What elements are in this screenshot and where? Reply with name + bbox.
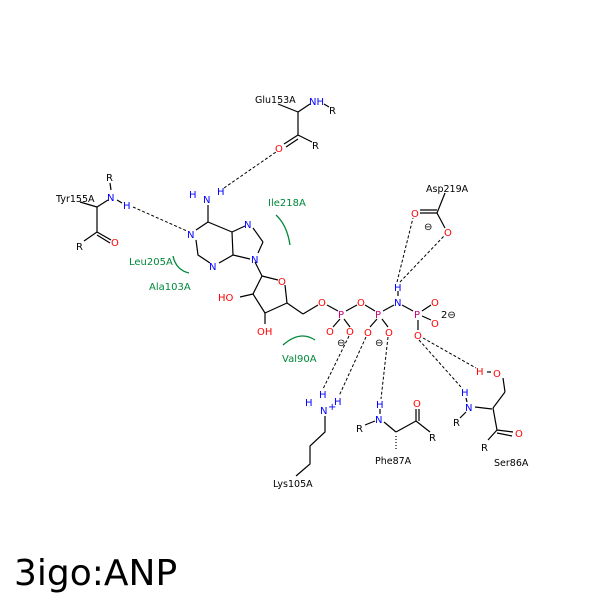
atom-pb: P [375,310,381,321]
residue-label: Lys105A [273,479,313,490]
hydrogen-bonds [132,151,477,400]
hydrophobic-val90a: Val90A [282,354,317,365]
atom-pg: P [414,310,420,321]
charge: ⊖ [424,222,432,233]
atom-h: H [461,388,469,399]
atom-o: O [515,429,523,440]
atom-o2a: O [346,327,354,338]
atom-r: R [329,106,336,117]
atom-hg: H [476,367,484,378]
charge-pb: ⊖ [375,338,383,349]
atom-n: N [375,415,382,426]
atom-nz: N [320,406,327,417]
residue-glu153a: Glu153A NH R O R [255,95,336,155]
atom-n3: N [209,262,216,273]
atom-hn3b: H [394,283,402,294]
atom-o1a: O [326,327,334,338]
atom-o4: O [278,277,286,288]
atom-o3g: O [414,331,422,342]
atom-h6a: H [189,190,197,201]
atom-n1: N [187,230,194,241]
atom-o1g: O [431,298,439,309]
atom-o2b: O [385,328,393,339]
atom-od2: O [444,228,452,239]
atom-h6b: H [217,187,225,198]
ligand-atoms: N N N N N H H O HO OH O P O O ⊖ O P O O … [187,187,456,349]
residue-tyr155a: Tyr155A N R H O R [55,173,131,253]
residue-asp219a: Asp219A O O ⊖ [411,184,469,239]
atom-o: O [111,238,119,249]
residue-label: Glu153A [255,95,296,106]
charge: + [328,402,336,413]
atom-o3a: O [357,298,365,309]
residue-label: Ser86A [494,458,529,469]
atom-h: H [376,400,384,411]
bonds [79,103,514,477]
atom-o5: O [318,298,326,309]
atom-r: R [453,418,460,429]
hydrophobic-contacts [172,214,316,346]
residue-label: Tyr155A [55,194,95,205]
residue-phe87a: Phe87A H N R O R [356,399,436,467]
atom-ho2: HO [218,293,234,304]
atom-og: O [493,369,501,380]
atom-r: R [312,141,319,152]
atom-r: R [356,424,363,435]
residue-label: Phe87A [375,456,412,467]
atom-h: H [334,397,342,408]
residue-lys105a: Lys105A N + H H H [273,390,342,490]
atom-r: R [106,173,113,184]
residue-ser86a: Ser86A H O H N R O R [453,367,529,469]
residue-label: Asp219A [426,184,469,195]
atom-r: R [76,242,83,253]
charge-pa: ⊖ [337,338,345,349]
atom-r: R [429,433,436,444]
atom-o: O [275,144,283,155]
atom-n6: N [203,195,210,206]
hydrophobic-ile218a: Ile218A [268,198,306,209]
atom-o1b: O [364,328,372,339]
hydrophobic-ala103a: Ala103A [149,282,191,293]
atom-n7: N [244,220,251,231]
atom-n: N [465,403,472,414]
charge-pg: 2⊖ [441,310,456,321]
atom-nh: NH [309,97,324,108]
atom-n9: N [251,255,258,266]
atom-n3b: N [394,298,401,309]
atom-o2g: O [431,319,439,330]
hydrophobic-labels: Ile218A Leu205A Ala103A Val90A [129,198,317,365]
diagram-title: 3igo:ANP [14,553,177,594]
atom-pa: P [338,310,344,321]
atom-o: O [413,399,421,410]
atom-oh3: OH [257,327,272,338]
atom-h: H [123,201,131,212]
atom-n: N [107,193,114,204]
atom-r: R [481,443,488,454]
hydrophobic-leu205a: Leu205A [129,257,173,268]
atom-h: H [305,398,313,409]
atom-h: H [319,390,327,401]
atom-od1: O [411,209,419,220]
